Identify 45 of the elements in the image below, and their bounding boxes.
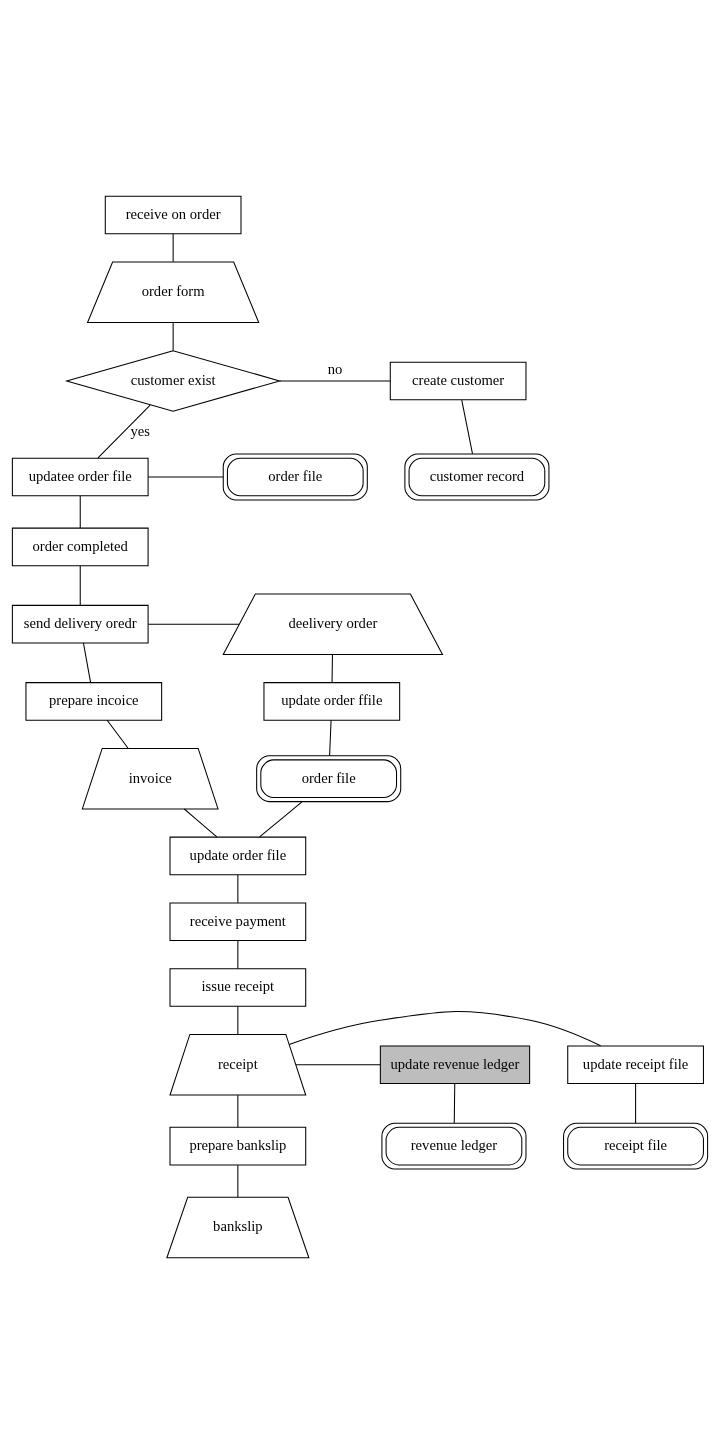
node-box: receive payment bbox=[169, 902, 307, 941]
connector bbox=[183, 808, 218, 838]
edge-label: no bbox=[327, 360, 343, 377]
connector bbox=[147, 623, 240, 625]
connector bbox=[331, 653, 333, 683]
connector bbox=[237, 1005, 239, 1035]
node-box: prepare incoice bbox=[25, 682, 163, 721]
connector bbox=[259, 801, 303, 838]
connector bbox=[97, 404, 151, 459]
node-box: revenue ledger bbox=[381, 1122, 527, 1170]
node-box: receive on order bbox=[104, 195, 242, 235]
connector bbox=[329, 719, 332, 757]
node-box: receipt file bbox=[563, 1122, 709, 1170]
node-box: order file bbox=[256, 755, 402, 803]
node-box: update order file bbox=[169, 836, 307, 876]
node-box: issue receipt bbox=[169, 968, 307, 1007]
node-box: send delivery oredr bbox=[11, 604, 149, 644]
connector bbox=[295, 1064, 381, 1066]
connector bbox=[106, 719, 129, 749]
connector bbox=[79, 495, 81, 529]
connector bbox=[288, 1011, 602, 1047]
connector bbox=[461, 399, 474, 455]
node-box: updatee order file bbox=[11, 457, 149, 497]
connector bbox=[172, 233, 174, 263]
node-box: update revenue ledger bbox=[379, 1045, 531, 1084]
node-box: order file bbox=[222, 453, 368, 501]
node-box: update receipt file bbox=[567, 1045, 704, 1084]
edge-label: yes bbox=[130, 423, 150, 440]
connector bbox=[453, 1083, 456, 1124]
connector bbox=[237, 1164, 239, 1198]
connector bbox=[635, 1083, 637, 1124]
connector bbox=[237, 874, 239, 904]
connector bbox=[237, 940, 239, 970]
node-box: create customer bbox=[389, 361, 527, 401]
connector bbox=[82, 642, 92, 683]
node-diamond: customer exist bbox=[64, 350, 282, 412]
node-box: update order ffile bbox=[263, 682, 401, 721]
node-box: prepare bankslip bbox=[169, 1126, 307, 1166]
connector bbox=[279, 380, 391, 382]
node-box: customer record bbox=[404, 453, 550, 501]
connector bbox=[79, 565, 81, 606]
node-box: order completed bbox=[11, 527, 149, 567]
connector bbox=[237, 1094, 239, 1128]
connector bbox=[172, 322, 174, 352]
connector bbox=[147, 476, 224, 478]
